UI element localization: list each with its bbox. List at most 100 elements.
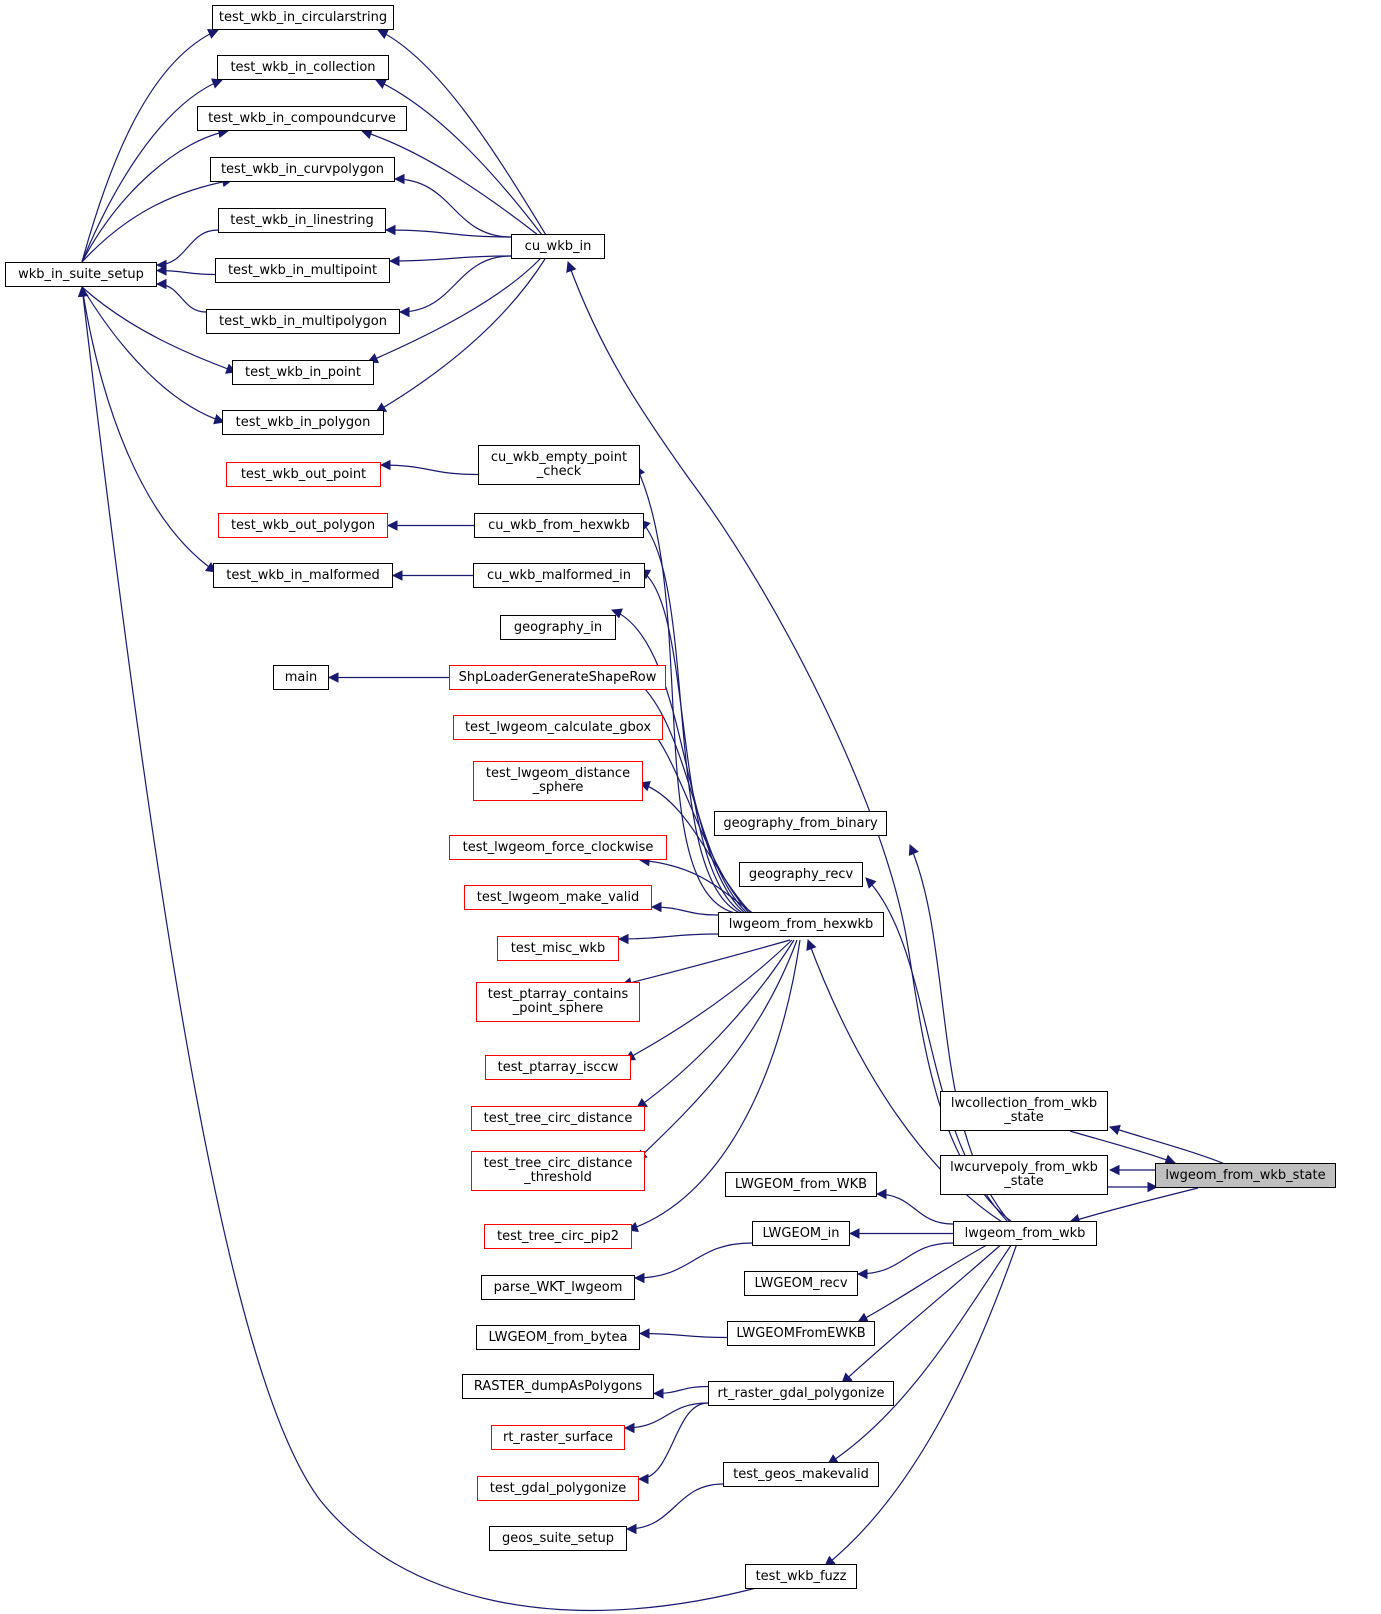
edge-test_wkb_in_curvpolygon-to-wkb_in_suite_setup [81,176,234,263]
edge-LWGEOM_in-to-parse_WKT_lwgeom [633,1242,753,1284]
edge-cu_wkb_in-to-test_wkb_in_collection [375,79,543,236]
node-geography-recv[interactable]: geography_recv [739,862,863,887]
node-lwgeomfromewkb[interactable]: LWGEOMFromEWKB [727,1321,875,1346]
node-test-lwgeom-force-clockwise[interactable]: test_lwgeom_force_clockwise [449,835,667,860]
node-wkb-in-suite-setup[interactable]: wkb_in_suite_setup [5,262,157,287]
edge-cu_wkb_in-to-test_wkb_in_circularstring [377,29,547,236]
node-test-wkb-in-multipolygon[interactable]: test_wkb_in_multipolygon [206,309,400,334]
node-test-tree-circ-distance[interactable]: test_tree_circ_distance [471,1106,645,1131]
node-test-geos-makevalid[interactable]: test_geos_makevalid [723,1462,879,1487]
node-lwcurvepoly-from-wkb-state[interactable]: lwcurvepoly_from_wkb _state [940,1155,1108,1195]
edge-cu_wkb_in-to-test_wkb_in_compoundcurve [360,128,539,236]
node-test-wkb-out-point[interactable]: test_wkb_out_point [226,462,381,487]
edge-cu_wkb_in-to-test_wkb_in_multipoint [388,255,512,267]
edge-lwgeom_from_hexwkb-to-test_lwgeom_make_valid [650,901,719,916]
node-lwgeom-from-hexwkb[interactable]: lwgeom_from_hexwkb [718,912,884,937]
edge-test_wkb_in_circularstring-to-wkb_in_suite_setup [81,28,219,263]
edge-lwgeom_from_hexwkb-to-test_tree_circ_pip2 [626,939,801,1233]
edge-lwgeom_from_wkb-to-test_wkb_fuzz [824,1234,1021,1567]
node-cu-wkb-in[interactable]: cu_wkb_in [511,234,605,259]
edge-lwgeom_from_hexwkb-to-cu_wkb_from_hexwkb [639,519,743,915]
node-cu-wkb-from-hexwkb[interactable]: cu_wkb_from_hexwkb [474,513,644,538]
node-test-lwgeom-calculate-gbox[interactable]: test_lwgeom_calculate_gbox [453,715,663,740]
node-lwgeom-from-wkb[interactable]: lwgeom_from_wkb [953,1221,1097,1246]
node-shploadergenerateshaperow[interactable]: ShpLoaderGenerateShapeRow [449,665,666,690]
node-geography-in[interactable]: geography_in [500,615,616,640]
node-test-gdal-polygonize[interactable]: test_gdal_polygonize [477,1476,639,1501]
node-cu-wkb-malformed-in[interactable]: cu_wkb_malformed_in [473,563,645,588]
edge-cu_wkb_in-to-test_wkb_in_point [367,258,541,364]
edge-lwgeom_from_hexwkb-to-test_tree_circ_distance_threshold [636,939,798,1161]
edge-test_wkb_in_linestring-to-wkb_in_suite_setup [155,229,219,271]
node-lwgeom-from-wkb-state: lwgeom_from_wkb_state [1155,1163,1336,1188]
edge-lwcollection_from_wkb_state-to-lwgeom_from_wkb_state [1069,1130,1177,1165]
node-lwgeom-recv[interactable]: LWGEOM_recv [744,1271,858,1296]
node-rt-raster-surface[interactable]: rt_raster_surface [491,1425,625,1450]
edge-cu_wkb_in-to-test_wkb_in_multipolygon [398,255,512,318]
node-test-ptarray-isccw[interactable]: test_ptarray_isccw [485,1055,631,1080]
node-lwgeom-in[interactable]: LWGEOM_in [752,1221,850,1246]
node-test-wkb-out-polygon[interactable]: test_wkb_out_polygon [218,513,388,538]
edge-cu_wkb_in-to-test_wkb_in_curvpolygon [393,173,512,238]
node-cu-wkb-empty-point-check[interactable]: cu_wkb_empty_point _check [478,445,640,485]
edge-test_wkb_in_point-to-wkb_in_suite_setup [81,286,238,374]
edge-lwgeom_from_wkb-to-LWGEOMFromEWKB [857,1234,1006,1323]
node-geos-suite-setup[interactable]: geos_suite_setup [489,1526,627,1551]
edge-lwgeom_from_hexwkb-to-test_misc_wkb [617,933,719,945]
node-test-wkb-in-multipoint[interactable]: test_wkb_in_multipoint [215,258,390,283]
node-test-ptarray-contains-point-sphere[interactable]: test_ptarray_contains _point_sphere [476,982,640,1022]
node-rt-raster-gdal-polygonize[interactable]: rt_raster_gdal_polygonize [708,1381,894,1406]
node-test-tree-circ-pip2[interactable]: test_tree_circ_pip2 [484,1224,632,1249]
edge-lwgeom_from_wkb_state-to-lwgeom_from_wkb [1068,1187,1199,1225]
node-test-lwgeom-make-valid[interactable]: test_lwgeom_make_valid [464,885,652,910]
edge-lwgeom_from_hexwkb-to-test_ptarray_contains_point_sphere [620,939,791,988]
edge-test_wkb_in_compoundcurve-to-wkb_in_suite_setup [81,127,230,263]
node-lwcollection-from-wkb-state[interactable]: lwcollection_from_wkb _state [940,1091,1108,1131]
node-test-lwgeom-distance-sphere[interactable]: test_lwgeom_distance _sphere [473,761,643,801]
edge-test_wkb_in_multipolygon-to-wkb_in_suite_setup [155,278,207,313]
edge-test_wkb_in_collection-to-wkb_in_suite_setup [81,78,224,263]
edge-cu_wkb_in-to-test_wkb_in_linestring [384,224,512,238]
edge-lwgeom_from_hexwkb-to-cu_wkb_malformed_in [639,569,745,915]
edge-lwgeom_from_hexwkb-to-test_tree_circ_distance [636,939,795,1109]
edge-lwgeom_from_wkb-to-LWGEOM_recv [856,1242,954,1280]
node-test-wkb-in-polygon[interactable]: test_wkb_in_polygon [222,410,384,435]
node-test-wkb-in-collection[interactable]: test_wkb_in_collection [217,55,389,80]
edge-cu_wkb_empty_point_check-to-test_wkb_out_point [379,459,479,476]
edge-rt_raster_gdal_polygonize-to-RASTER_dumpAsPolygons [652,1385,709,1399]
node-geography-from-binary[interactable]: geography_from_binary [714,811,887,836]
edge-rt_raster_gdal_polygonize-to-test_gdal_polygonize [637,1402,709,1485]
node-lwgeom-from-bytea[interactable]: LWGEOM_from_bytea [476,1325,640,1350]
edge-lwgeom_from_wkb-to-LWGEOM_from_WKB [875,1188,954,1225]
edge-test_geos_makevalid-to-geos_suite_setup [625,1483,724,1535]
edge-lwgeom_from_wkb_state-to-lwcollection_from_wkb_state [1108,1124,1226,1165]
edge-lwgeom_from_hexwkb-to-test_ptarray_isccw [624,939,793,1061]
node-test-wkb-in-curvpolygon[interactable]: test_wkb_in_curvpolygon [210,157,395,182]
node-lwgeom-from-wkb[interactable]: LWGEOM_from_WKB [725,1172,877,1197]
node-test-wkb-in-circularstring[interactable]: test_wkb_in_circularstring [212,5,394,30]
edge-lwgeom_from_hexwkb-to-test_lwgeom_distance_sphere [638,781,753,915]
edge-test_wkb_fuzz-to-wkb_in_suite_setup [77,285,761,1612]
node-parse-wkt-lwgeom[interactable]: parse_WKT_lwgeom [481,1275,635,1300]
node-test-wkb-fuzz[interactable]: test_wkb_fuzz [745,1564,857,1589]
edge-lwgeom_from_hexwkb-to-cu_wkb_empty_point_check [635,465,741,915]
edge-LWGEOMFromEWKB-to-LWGEOM_from_bytea [638,1328,728,1339]
node-test-wkb-in-compoundcurve[interactable]: test_wkb_in_compoundcurve [197,106,407,131]
node-test-wkb-in-linestring[interactable]: test_wkb_in_linestring [218,208,386,233]
node-main[interactable]: main [273,665,329,690]
node-test-wkb-in-malformed[interactable]: test_wkb_in_malformed [213,563,393,588]
node-test-misc-wkb[interactable]: test_misc_wkb [497,936,619,961]
edge-lwgeom_from_hexwkb-to-geography_in [610,608,747,915]
edge-test_wkb_in_polygon-to-wkb_in_suite_setup [81,286,226,425]
edge-test_wkb_in_malformed-to-wkb_in_suite_setup [81,286,217,573]
edge-lwgeom_from_wkb-to-test_geos_makevalid [827,1234,1019,1465]
edge-rt_raster_gdal_polygonize-to-rt_raster_surface [623,1402,709,1434]
node-raster-dumpaspolygons[interactable]: RASTER_dumpAsPolygons [462,1374,654,1399]
edge-lwgeom_from_wkb-to-lwgeom_from_hexwkb [806,938,1003,1223]
node-test-wkb-in-point[interactable]: test_wkb_in_point [232,360,374,385]
edge-lwgeom_from_wkb-to-rt_raster_gdal_polygonize [841,1234,1013,1384]
node-test-tree-circ-distance-threshold[interactable]: test_tree_circ_distance _threshold [471,1151,645,1191]
edge-test_wkb_in_multipoint-to-wkb_in_suite_setup [155,265,216,276]
